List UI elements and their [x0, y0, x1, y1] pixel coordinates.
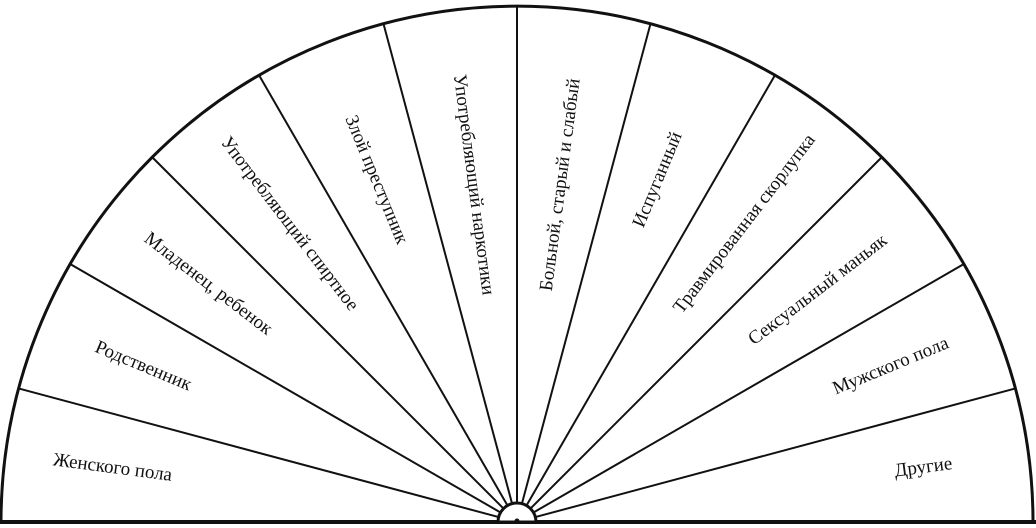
sector-label: Злой преступник: [340, 112, 412, 248]
sector-label: Сексуальный маньяк: [744, 229, 892, 349]
sector-divider: [525, 74, 776, 507]
sector-divider: [69, 263, 502, 514]
sector-divider: [520, 23, 652, 504]
sector-divider: [151, 156, 505, 510]
sector-label: Травмированная скорлупка: [669, 130, 820, 318]
sector-label: Испуганный: [628, 129, 686, 231]
sector-label: Другие: [893, 453, 953, 481]
sector-label: Мужского пола: [830, 332, 953, 399]
sector-divider: [535, 387, 1016, 519]
sector-label: Употребляющий спиртное: [216, 133, 363, 315]
sector-label: Родственник: [92, 337, 195, 396]
sector-divider: [532, 263, 965, 514]
sector-divider: [258, 74, 509, 507]
sector-label: Женского пола: [52, 449, 174, 486]
sector-divider: [529, 156, 883, 510]
center-semicircle: [496, 501, 538, 524]
sector-divider: [382, 23, 514, 504]
sector-label: Больной, старый и слабый: [536, 77, 585, 292]
center-dot: [514, 518, 520, 524]
sector-label: Младенец, ребенок: [140, 228, 277, 340]
sector-divider: [18, 387, 499, 519]
sector-label: Употребляющий наркотики: [449, 73, 499, 296]
